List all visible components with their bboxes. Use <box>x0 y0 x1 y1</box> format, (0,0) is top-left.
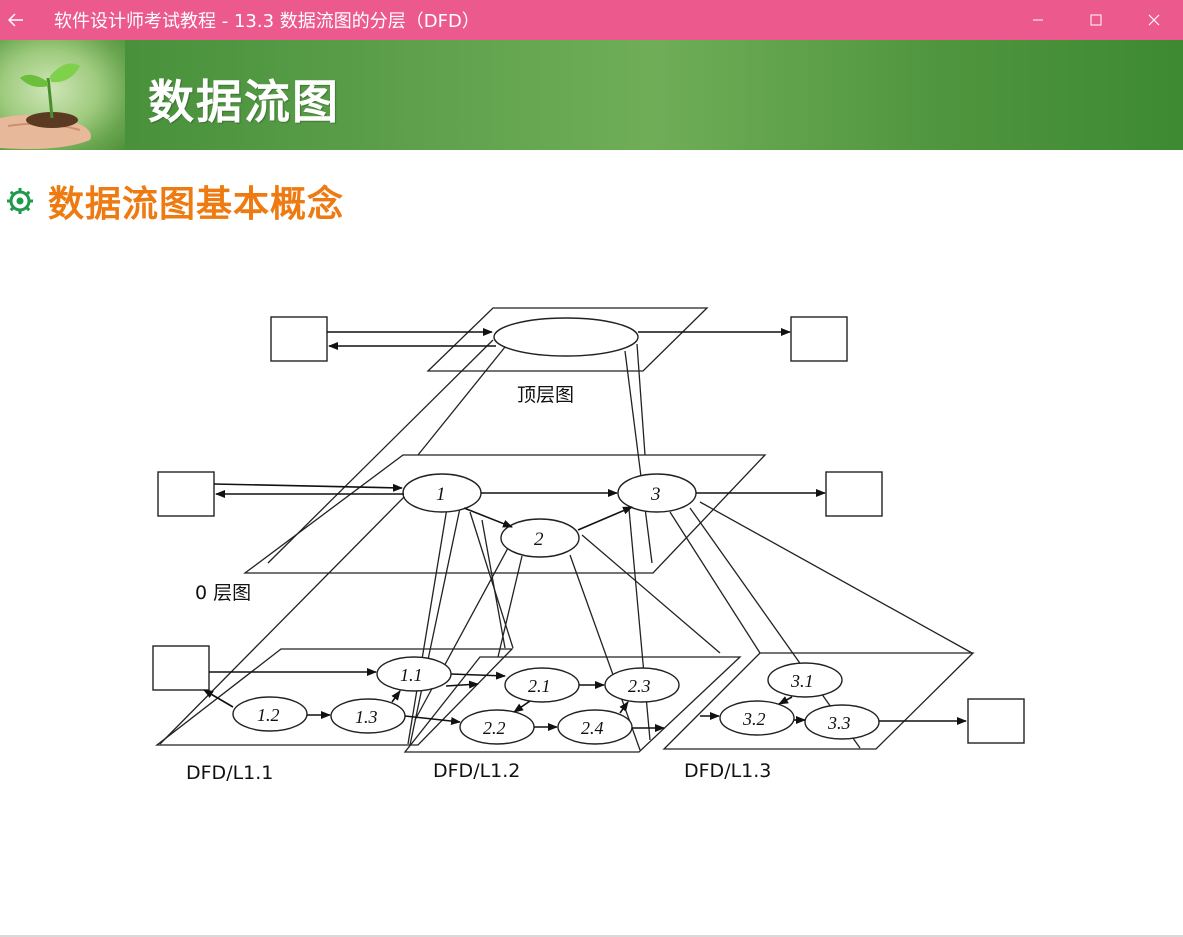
window-title: 软件设计师考试教程 - 13.3 数据流图的分层（DFD） <box>54 11 480 32</box>
external-entity <box>967 698 1025 744</box>
l11-plane <box>155 648 514 746</box>
process-label: 2.1 <box>528 676 551 696</box>
process-label: 2.4 <box>581 718 604 738</box>
level0-label: 0 层图 <box>195 582 251 604</box>
external-entity <box>790 316 848 362</box>
slide-banner: 数据流图 <box>0 40 1183 150</box>
l13-plane <box>662 652 975 750</box>
l12-label: DFD/L1.2 <box>433 760 520 782</box>
top-level-label: 顶层图 <box>517 384 574 406</box>
process-label: 3.3 <box>827 713 851 733</box>
process-bubble <box>719 700 795 736</box>
level0-plane <box>243 454 767 574</box>
sprout-icon <box>0 63 91 149</box>
process-bubble <box>500 518 580 558</box>
level0-diagram: 1 2 3 0 层图 <box>157 471 883 604</box>
minimize-button[interactable] <box>1009 0 1067 40</box>
process-bubble <box>767 662 843 698</box>
process-label: 2.3 <box>628 676 651 696</box>
external-entity <box>152 645 210 691</box>
window-titlebar: 软件设计师考试教程 - 13.3 数据流图的分层（DFD） <box>0 0 1183 40</box>
process-label: 2 <box>534 529 544 550</box>
dfd-layered-diagram: 顶层图 1 2 3 0 层图 1.1 1.2 1.3 DFD/L1.1 <box>152 307 1025 784</box>
external-entity <box>825 471 883 517</box>
process-label: 1.1 <box>400 665 423 685</box>
process-bubble <box>232 696 308 732</box>
slide-subtitle: 数据流图基本概念 <box>48 183 345 225</box>
l13-diagram: 3.1 3.2 3.3 DFD/L1.3 <box>684 662 1025 782</box>
maximize-icon <box>1090 14 1102 26</box>
external-entity <box>157 471 215 517</box>
maximize-button[interactable] <box>1067 0 1125 40</box>
external-entity <box>270 316 328 362</box>
close-button[interactable] <box>1125 0 1183 40</box>
l13-label: DFD/L1.3 <box>684 760 771 782</box>
l12-diagram: 2.1 2.3 2.2 2.4 DFD/L1.2 <box>433 667 680 782</box>
process-label: 3.2 <box>742 709 766 729</box>
process-label: 3.1 <box>790 671 814 691</box>
l11-diagram: 1.1 1.2 1.3 DFD/L1.1 <box>152 645 506 784</box>
l12-plane <box>403 656 742 753</box>
window-bottom-border <box>0 935 1183 937</box>
banner-title: 数据流图 <box>148 75 340 129</box>
process-bubble <box>493 317 639 357</box>
back-button[interactable] <box>0 0 32 40</box>
process-label: 1 <box>436 484 446 505</box>
process-label: 2.2 <box>483 718 506 738</box>
sprout-hands-image <box>0 40 125 150</box>
subtitle-row: 数据流图基本概念 <box>6 176 344 226</box>
process-label: 1.3 <box>355 707 378 727</box>
window-controls <box>1009 0 1183 40</box>
close-icon <box>1148 14 1160 26</box>
arrow-left-icon <box>8 13 23 27</box>
gear-bullet-icon <box>7 188 33 214</box>
process-label: 1.2 <box>257 705 280 725</box>
process-label: 3 <box>650 484 661 505</box>
top-level-diagram: 顶层图 <box>270 316 848 406</box>
top-level-plane <box>426 307 709 372</box>
process-bubble <box>557 709 633 745</box>
process-bubble <box>604 667 680 703</box>
minimize-icon <box>1033 19 1043 21</box>
l11-label: DFD/L1.1 <box>186 762 273 784</box>
